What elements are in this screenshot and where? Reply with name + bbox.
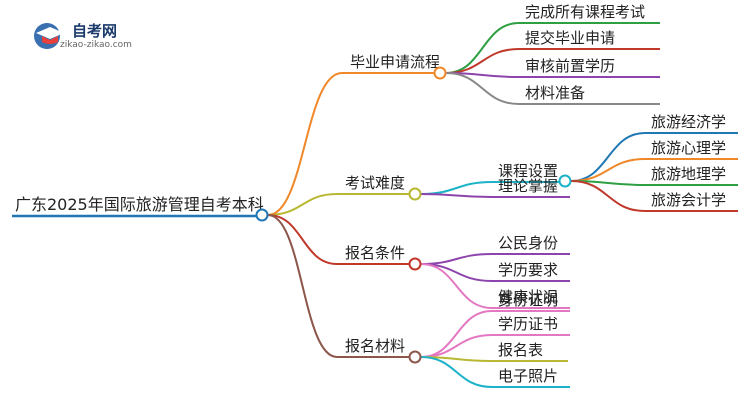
branch-label: 考试难度 bbox=[345, 174, 405, 192]
branch-label: 报名条件 bbox=[345, 244, 405, 262]
logo-title: 自考网 bbox=[72, 22, 118, 40]
branch-label: 毕业申请流程 bbox=[350, 53, 440, 71]
child-label: 公民身份 bbox=[498, 234, 558, 252]
child-label: 学历证书 bbox=[498, 315, 558, 333]
graduation-cap-icon bbox=[34, 23, 64, 49]
child-label: 审核前置学历 bbox=[525, 57, 615, 75]
grandchild-label: 旅游经济学 bbox=[651, 113, 726, 131]
root-label: 广东2025年国际旅游管理自考本科 bbox=[15, 195, 264, 214]
logo: 自考网 zikao-zikao.com bbox=[30, 18, 170, 58]
logo-subtitle: zikao-zikao.com bbox=[60, 40, 132, 50]
grandchild-label: 旅游会计学 bbox=[651, 191, 726, 209]
child-label: 材料准备 bbox=[525, 84, 585, 102]
child-label: 理论掌握 bbox=[498, 177, 558, 195]
child-label: 报名表 bbox=[498, 341, 543, 359]
branch-label: 报名材料 bbox=[345, 337, 405, 355]
grandchild-label: 旅游地理学 bbox=[651, 165, 726, 183]
child-label: 完成所有课程考试 bbox=[525, 3, 645, 21]
branch-circle bbox=[408, 187, 422, 201]
child-label: 电子照片 bbox=[498, 367, 558, 385]
root-circle bbox=[255, 208, 269, 222]
child-label: 课程设置 bbox=[498, 162, 558, 180]
node-circle bbox=[558, 174, 572, 188]
child-label: 健康状况 bbox=[498, 288, 558, 306]
child-label: 身份证明 bbox=[498, 291, 558, 309]
branch-circle bbox=[433, 66, 447, 80]
child-label: 提交毕业申请 bbox=[525, 29, 615, 47]
branch-circle bbox=[408, 257, 422, 271]
child-label: 学历要求 bbox=[498, 261, 558, 279]
grandchild-label: 旅游心理学 bbox=[651, 139, 726, 157]
branch-circle bbox=[408, 350, 422, 364]
